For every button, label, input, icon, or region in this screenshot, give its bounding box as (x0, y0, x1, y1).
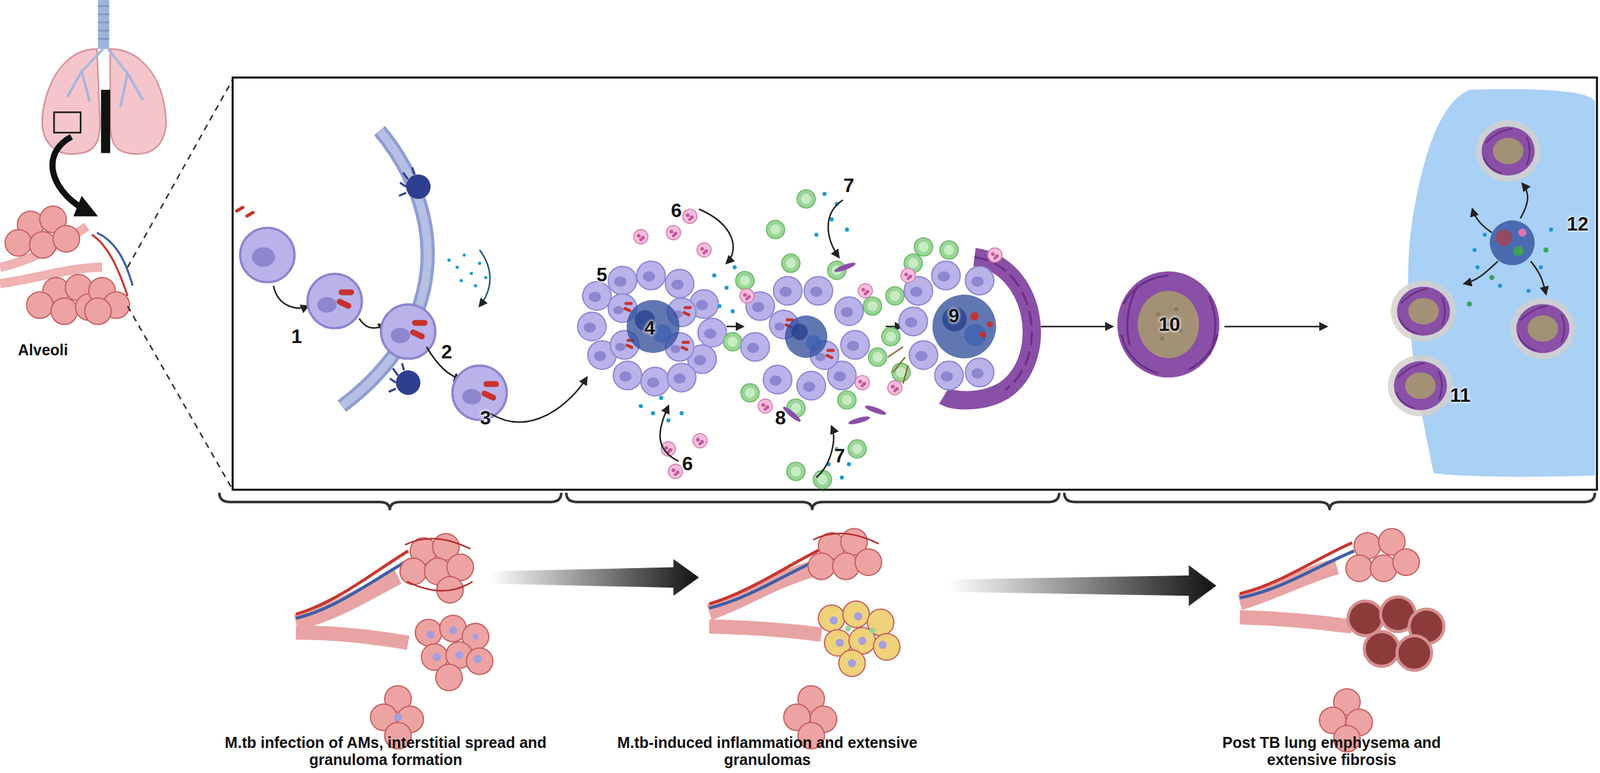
callout-number: 11 (1450, 384, 1471, 407)
callout-number: 6 (681, 453, 693, 476)
callout-number: 9 (948, 305, 960, 328)
callout-number: 10 (1158, 313, 1180, 336)
callout-number: 12 (1566, 213, 1589, 236)
callout-number: 3 (480, 407, 492, 430)
callout-number: 7 (843, 174, 855, 197)
callout-number: 2 (441, 340, 453, 363)
label-text: Alveoli (17, 340, 68, 358)
stage-caption: M.tb infection of AMs, interstitial spre… (217, 733, 555, 769)
callout-number: 7 (834, 444, 846, 467)
callout-number: 8 (774, 407, 786, 430)
callout-number: 4 (644, 317, 656, 340)
callout-number: 1 (291, 325, 303, 348)
stage-caption: Post TB lung emphysema and extensive fib… (1188, 733, 1475, 769)
stage-caption: M.tb-induced inflammation and extensive … (614, 733, 921, 769)
callout-number: 6 (670, 200, 682, 223)
callout-number: 5 (596, 264, 608, 287)
